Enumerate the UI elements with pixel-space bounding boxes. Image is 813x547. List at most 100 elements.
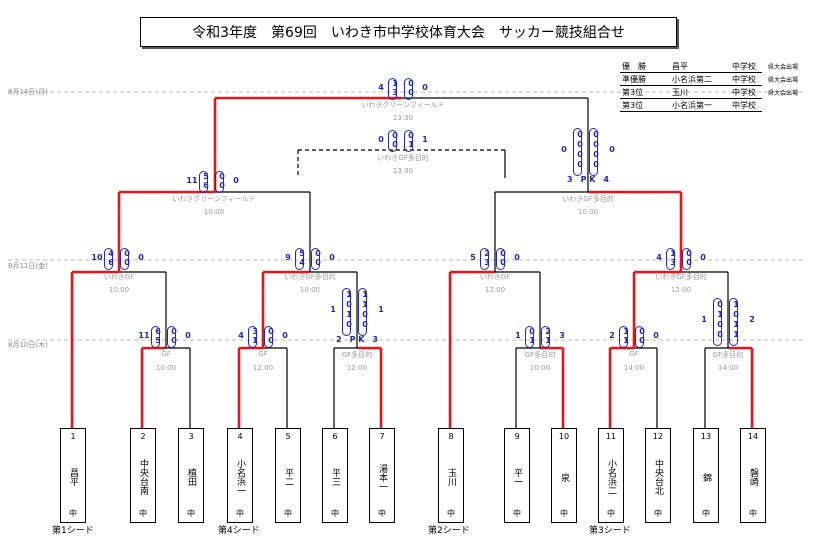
result-team: 昌平 — [672, 62, 688, 71]
semi1-bracket-right — [215, 171, 224, 193]
result-suffix: 中学校 — [732, 62, 756, 71]
team-name: 植田 — [186, 468, 196, 486]
team-suffix: 中 — [69, 509, 77, 518]
team-number: 7 — [379, 432, 385, 441]
r1e-bracket-right — [635, 326, 644, 348]
semi2-score-left: 0 — [561, 145, 567, 154]
result-row: 第3位玉川中学校県大会出場 — [620, 86, 798, 99]
qf2-half1-right: 0 — [315, 249, 321, 258]
qf2-score-left: 9 — [285, 253, 291, 262]
team-number: 8 — [448, 432, 454, 441]
r1e-score-right: 0 — [653, 331, 659, 340]
qf3-half1-left: 2 — [484, 249, 490, 258]
r1a-half1-left: 6 — [155, 327, 161, 336]
final-time: 13:30 — [392, 114, 414, 122]
qf2-score-right: 0 — [329, 253, 335, 262]
r1e-half2-left: 1 — [623, 336, 629, 345]
semi2-col2-row: 0 — [593, 130, 599, 139]
r1c-col1-row: 0 — [346, 320, 352, 329]
r1e-half1-left: 1 — [623, 327, 629, 336]
r1e-half1-right: 0 — [639, 327, 645, 336]
r1f-col1-row: 0 — [717, 330, 723, 339]
team-number: 9 — [514, 432, 520, 441]
team-suffix: 中 — [331, 509, 339, 518]
team-name: 平二 — [283, 468, 293, 486]
r1c-time: 12:00 — [346, 364, 368, 372]
r1e-half2-right: 0 — [639, 336, 645, 345]
qf2-half2-left: 4 — [299, 258, 305, 267]
result-row: 優 勝昌平中学校県大会出場 — [620, 60, 798, 73]
team-name: 小名浜二 — [606, 459, 616, 495]
semi2-bracket-left — [573, 128, 582, 176]
result-team: 小名浜第二 — [672, 75, 712, 84]
third-half2-right: 1 — [408, 140, 414, 149]
results-table: 優 勝昌平中学校県大会出場 準優勝小名浜第二中学校県大会出場 第3位玉川中学校県… — [620, 60, 798, 112]
r1c-col1-row: 1 — [346, 290, 352, 299]
final-half2-right: 0 — [408, 88, 414, 97]
team-suffix: 中 — [560, 509, 568, 518]
third-bracket-right — [404, 130, 413, 152]
r1c-venue: GF多目的 — [341, 351, 373, 359]
qf1-bracket-right — [120, 248, 129, 270]
r1a-score-left: 11 — [138, 331, 150, 340]
seed-label: 第4シード — [218, 526, 260, 536]
team-suffix: 中 — [284, 509, 292, 518]
qf3-bracket-left — [480, 248, 489, 270]
qf4-half1-left: 1 — [670, 249, 676, 258]
team-suffix: 中 — [378, 509, 386, 518]
semi1-time: 10:00 — [203, 208, 225, 216]
semi2-col2-row: 0 — [593, 140, 599, 149]
qf3-half1-right: 0 — [500, 249, 506, 258]
team-name: 玉川 — [446, 468, 456, 486]
qf4-time: 12:00 — [670, 286, 692, 294]
semi1-half2-left: 6 — [203, 181, 209, 190]
final-bracket-right — [404, 78, 413, 100]
title-text: 令和3年度 第69回 いわき市中学校体育大会 サッカー競技組合せ — [192, 25, 625, 41]
seed-label: 第1シード — [52, 526, 94, 536]
team-suffix: 中 — [654, 509, 662, 518]
qf2-bracket-left — [295, 248, 304, 270]
result-suffix: 中学校 — [732, 88, 756, 97]
team-name: 平一 — [512, 468, 522, 486]
r1d-time: 10:00 — [529, 364, 551, 372]
result-rank: 第3位 — [622, 88, 644, 97]
qf3-venue: いわきGF — [479, 273, 511, 281]
semi2-pk: 3 P K 4 — [567, 175, 609, 184]
qf2-time: 10:00 — [299, 286, 321, 294]
r1c-col2-row: 1 — [362, 300, 368, 309]
semi1-score-left: 11 — [186, 176, 198, 185]
team-number: 5 — [285, 432, 291, 441]
r1b-score-right: 0 — [282, 331, 288, 340]
date-label-aug14: 8月14日(月) — [8, 88, 48, 96]
qf2-venue: いわきGF多目的 — [284, 273, 336, 281]
date-label-aug10: 8月10日(木) — [8, 341, 48, 349]
r1e-venue: GF — [629, 350, 639, 358]
qf1-half1-left: 4 — [108, 249, 114, 258]
r1b-half1-right: 0 — [268, 327, 274, 336]
r1a-time: 10:00 — [155, 364, 177, 372]
team-number: 1 — [70, 432, 76, 441]
r1f-score-right: 2 — [749, 315, 755, 324]
qf1-score-left: 10 — [91, 253, 103, 262]
team-suffix: 中 — [236, 509, 244, 518]
third-time: 13:30 — [392, 167, 414, 175]
qf2-bracket-right — [311, 248, 320, 270]
result-note: 県大会出場 — [768, 77, 799, 84]
qf3-half2-left: 3 — [484, 258, 490, 267]
r1d-half2-right: 1 — [545, 336, 551, 345]
r1f-col2-row: 1 — [733, 320, 739, 329]
seed-label: 第2シード — [428, 526, 470, 536]
qf4-score-right: 0 — [700, 253, 706, 262]
r1a-half2-right: 0 — [171, 336, 177, 345]
final-half2-left: 3 — [392, 88, 398, 97]
team-suffix: 中 — [187, 509, 195, 518]
team-number: 6 — [332, 432, 338, 441]
team-suffix: 中 — [702, 509, 710, 518]
team-suffix: 中 — [513, 509, 521, 518]
r1a-bracket-right — [167, 326, 176, 348]
r1c-col2-row: 0 — [362, 320, 368, 329]
